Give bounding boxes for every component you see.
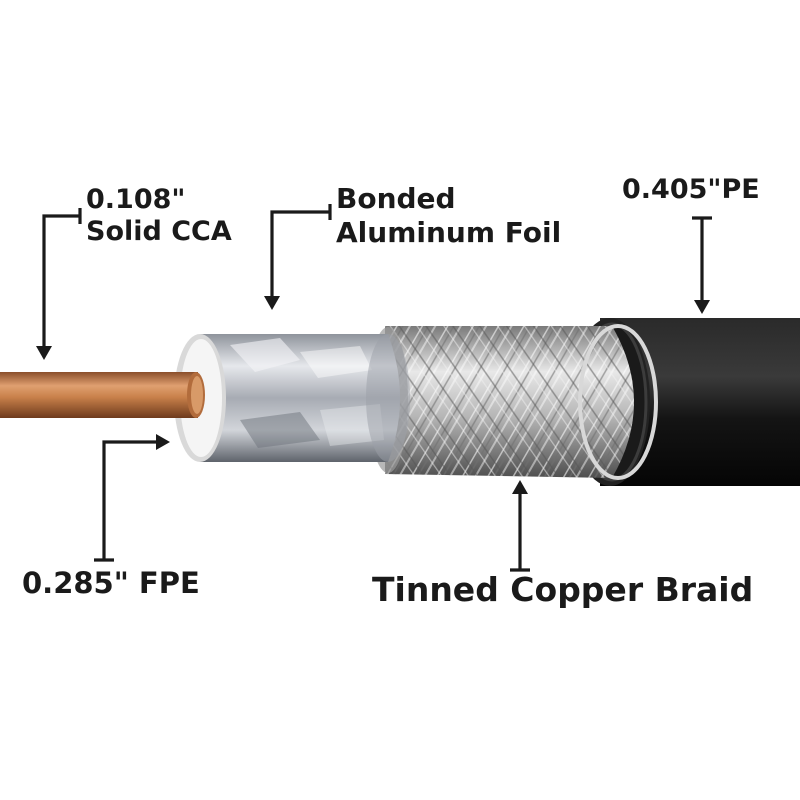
conductor-label: 0.108" Solid CCA — [86, 184, 232, 249]
foil-arrowhead — [264, 296, 280, 310]
braid-arrowhead — [512, 480, 528, 494]
tinned-copper-braid — [368, 324, 658, 480]
conductor-leader — [42, 214, 80, 350]
jacket-label: 0.405"PE — [622, 174, 760, 206]
cca-center-conductor — [0, 372, 205, 418]
conductor-material: Solid CCA — [86, 216, 232, 248]
jacket-arrowhead — [694, 300, 710, 314]
jacket-size: 0.405"PE — [622, 174, 760, 205]
dielectric-label: 0.285" FPE — [22, 566, 200, 601]
braid-name: Tinned Copper Braid — [372, 570, 754, 609]
dielectric-arrowhead — [156, 434, 170, 450]
dielectric-size: 0.285" FPE — [22, 566, 200, 600]
braid-label: Tinned Copper Braid — [372, 570, 753, 610]
leader-lines — [42, 204, 712, 572]
foil-label: Bonded Aluminum Foil — [336, 182, 561, 249]
foil-line-1: Bonded — [336, 182, 456, 215]
foil-line-2: Aluminum Foil — [336, 215, 562, 249]
aluminum-foil — [200, 334, 410, 462]
foil-leader — [270, 210, 330, 300]
leader-arrowheads — [36, 296, 710, 494]
dielectric-leader — [102, 440, 160, 560]
conductor-arrowhead — [36, 346, 52, 360]
conductor-size: 0.108" — [86, 184, 186, 215]
